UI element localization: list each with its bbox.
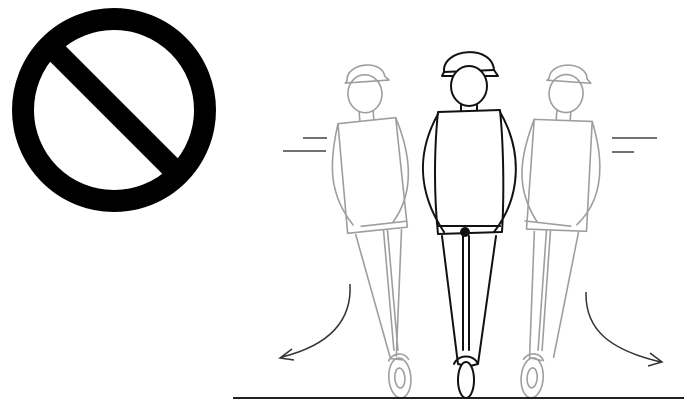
right-curved-arrow-icon bbox=[586, 292, 662, 366]
left-curved-arrow-icon bbox=[280, 284, 350, 360]
motion-lines-left bbox=[283, 138, 327, 151]
ghost-rider-right bbox=[506, 62, 607, 401]
main-rider bbox=[423, 52, 516, 398]
ghost-rider-left bbox=[325, 63, 424, 401]
motion-lines-right bbox=[612, 138, 657, 152]
prohibition-sign-icon bbox=[23, 19, 205, 201]
